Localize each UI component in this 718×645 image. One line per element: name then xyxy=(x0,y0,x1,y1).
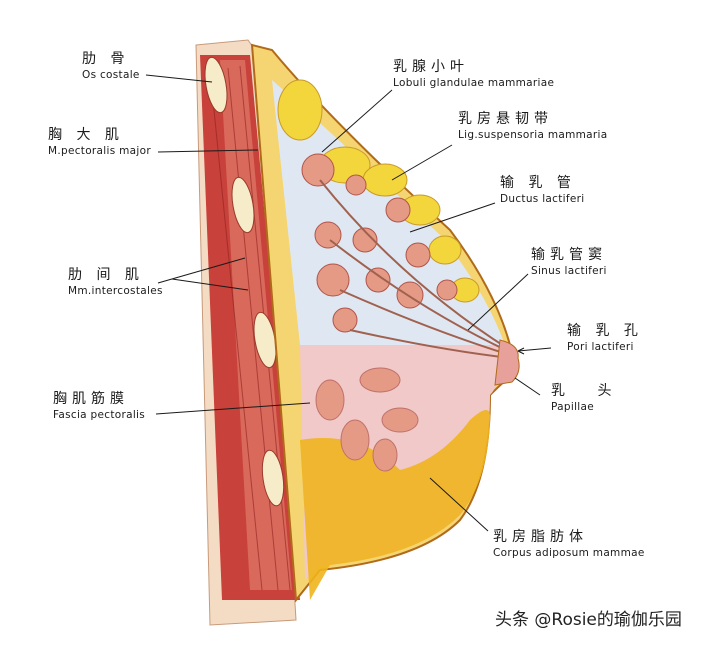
nipple xyxy=(494,339,520,386)
rib xyxy=(204,56,228,114)
label-os-costale: 肋 骨 Os costale xyxy=(82,52,140,81)
lobules xyxy=(301,153,458,333)
leader-lines xyxy=(145,74,552,532)
arrow-pori xyxy=(517,347,525,355)
label-zh: 肋 间 肌 xyxy=(68,267,144,283)
label-zh: 乳 头 xyxy=(551,383,626,399)
rib xyxy=(261,449,285,507)
label-fascia-pectoralis: 胸肌筋膜 Fascia pectoralis xyxy=(53,392,145,421)
label-zh: 输 乳 孔 xyxy=(567,323,643,339)
label-latin: Papillae xyxy=(551,401,595,413)
label-latin: Os costale xyxy=(82,69,140,81)
label-zh: 肋 骨 xyxy=(82,51,130,67)
upper-fat-lobes xyxy=(277,79,480,303)
label-latin: Pori lactiferi xyxy=(567,341,634,353)
label-latin: Lobuli glandulae mammariae xyxy=(393,77,555,89)
label-pectoralis-major: 胸 大 肌 M.pectoralis major xyxy=(48,128,151,157)
label-papillae: 乳 头 Papillae xyxy=(551,384,625,413)
label-zh: 乳腺小叶 xyxy=(393,59,469,75)
label-zh: 乳房脂肪体 xyxy=(493,529,588,545)
label-latin: M.pectoralis major xyxy=(48,145,151,157)
label-zh: 胸 大 肌 xyxy=(48,127,124,143)
label-zh: 乳房悬韧带 xyxy=(458,111,553,127)
ribs xyxy=(204,56,285,507)
label-latin: Lig.suspensoria mammaria xyxy=(458,129,608,141)
label-ductus-lactiferi: 输 乳 管 Ductus lactiferi xyxy=(500,176,584,205)
label-corpus-adiposum: 乳房脂肪体 Corpus adiposum mammae xyxy=(493,530,645,559)
label-intercostales: 肋 间 肌 Mm.intercostales xyxy=(68,268,163,297)
label-zh: 输乳管窦 xyxy=(531,247,607,263)
ducts xyxy=(319,179,511,359)
label-latin: Corpus adiposum mammae xyxy=(493,547,645,559)
rib xyxy=(231,176,255,234)
label-sinus-lactiferi: 输乳管窦 Sinus lactiferi xyxy=(531,248,607,277)
stroma-lobes xyxy=(315,367,419,472)
label-lobuli: 乳腺小叶 Lobuli glandulae mammariae xyxy=(393,60,554,89)
label-lig-suspensoria: 乳房悬韧带 Lig.suspensoria mammaria xyxy=(458,112,607,141)
label-zh: 胸肌筋膜 xyxy=(53,391,129,407)
label-latin: Fascia pectoralis xyxy=(53,409,146,421)
label-zh: 输 乳 管 xyxy=(500,175,576,191)
watermark: 头条 @Rosie的瑜伽乐园 xyxy=(495,610,682,630)
label-latin: Ductus lactiferi xyxy=(500,193,585,205)
label-pori-lactiferi: 输 乳 孔 Pori lactiferi xyxy=(567,324,643,353)
label-latin: Sinus lactiferi xyxy=(531,265,607,277)
label-latin: Mm.intercostales xyxy=(68,285,163,297)
